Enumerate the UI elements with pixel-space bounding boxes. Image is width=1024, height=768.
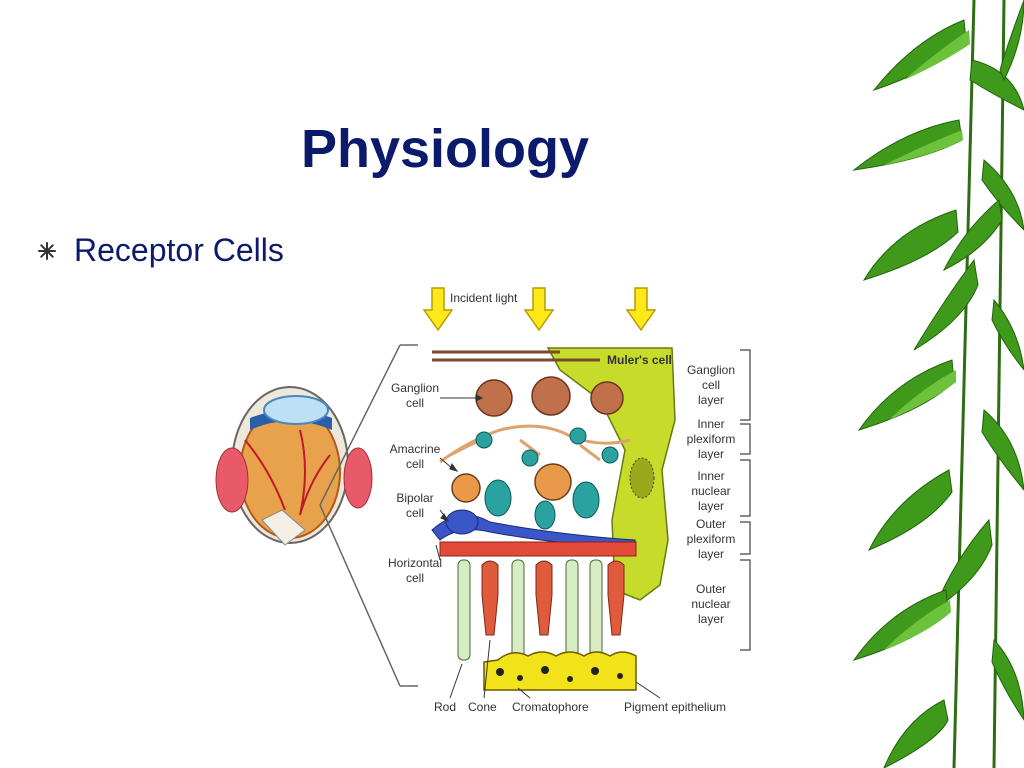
bamboo-decoration-image — [852, 0, 1024, 768]
cone-label: Cone — [468, 700, 497, 714]
asterisk-bullet-icon — [38, 241, 56, 260]
ganglion-layer-line1: Ganglion — [687, 363, 735, 377]
outer-plexiform-line2: plexiform — [687, 532, 736, 546]
horizontal-cell-label-line1: Horizontal — [388, 556, 442, 570]
pigment-epithelium-label: Pigment epithelium — [624, 700, 726, 714]
ganglion-layer-line2: cell — [702, 378, 720, 392]
outer-nuclear-line1: Outer — [696, 582, 726, 596]
bullet-text: Receptor Cells — [74, 232, 284, 268]
horizontal-cell-label-line2: cell — [406, 571, 424, 585]
bipolar-cell-label-line1: Bipolar — [396, 491, 433, 505]
outer-nuclear-line2: nuclear — [691, 597, 730, 611]
outer-nuclear-line3: layer — [698, 612, 724, 626]
outer-plexiform-line1: Outer — [696, 517, 726, 531]
bottom-labels: Rod Cone Cromatophore Pigment epithelium — [434, 700, 726, 714]
pigment-epithelium-shape — [483, 651, 637, 691]
ganglion-cell-label-line2: cell — [406, 396, 424, 410]
inner-nuclear-line2: nuclear — [691, 484, 730, 498]
inner-plexiform-line3: layer — [698, 447, 724, 461]
ganglion-layer-line3: layer — [698, 393, 724, 407]
amacrine-cell-label-line1: Amacrine — [390, 442, 441, 456]
ganglion-cell-label-line1: Ganglion — [391, 381, 439, 395]
slide-title: Physiology — [300, 119, 590, 179]
incident-light-arrow-icons — [422, 287, 657, 332]
left-cell-labels: Ganglion cell Amacrine cell Bipolar cell… — [388, 381, 442, 585]
muller-cell-label: Muler's cell — [607, 353, 672, 367]
cromatophore-label: Cromatophore — [512, 700, 589, 714]
inner-nuclear-line3: layer — [698, 499, 724, 513]
outer-plexiform-line3: layer — [698, 547, 724, 561]
inner-plexiform-line1: Inner — [697, 417, 724, 431]
incident-light-label: Incident light — [450, 291, 518, 305]
bipolar-cell-label-line2: cell — [406, 506, 424, 520]
bullet-item: Receptor Cells — [38, 232, 284, 269]
inner-nuclear-line1: Inner — [697, 469, 724, 483]
photoreceptor-cells — [457, 559, 625, 661]
eyeball-image — [215, 386, 373, 546]
layer-labels: Ganglion cell layer Inner plexiform laye… — [687, 363, 736, 626]
amacrine-cell-label-line2: cell — [406, 457, 424, 471]
rod-label: Rod — [434, 700, 456, 714]
inner-plexiform-line2: plexiform — [687, 432, 736, 446]
